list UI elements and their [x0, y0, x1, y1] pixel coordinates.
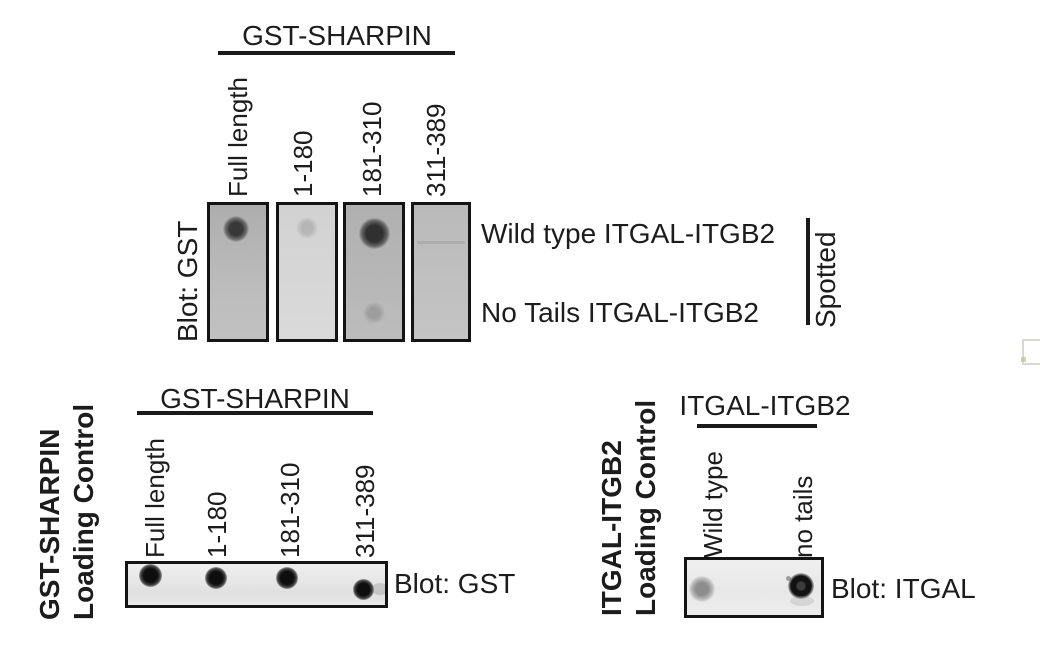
top-title-underline — [218, 51, 455, 55]
blot-spot — [689, 576, 715, 602]
edge-artifact-dot — [1021, 357, 1026, 362]
gst-loading-side-label-line1: GST-SHARPIN — [34, 428, 65, 620]
spotted-label: Spotted — [810, 231, 841, 328]
blot-spot — [276, 567, 298, 589]
gst-loading-title: GST-SHARPIN — [160, 383, 350, 414]
gst-loading-panel — [125, 561, 388, 608]
blot-panel-full-length — [207, 202, 269, 342]
top-lane-label-full-length: Full length — [223, 77, 253, 197]
membrane-streak — [417, 241, 465, 244]
top-blot-title: GST-SHARPIN — [242, 20, 432, 51]
itgal-loading-panel — [684, 557, 824, 618]
blot-panel-181-310 — [343, 202, 405, 342]
itgal-loading-lane-label-wild-type: Wild type — [698, 451, 728, 558]
row-label-wild-type: Wild type ITGAL-ITGB2 — [481, 218, 776, 249]
spotted-bracket-line — [806, 218, 810, 325]
row-label-no-tails: No Tails ITGAL-ITGB2 — [481, 297, 760, 328]
blot-spot — [296, 217, 318, 239]
top-blot-antibody-label: Blot: GST — [172, 220, 203, 342]
gst-loading-lane-label-1-180: 1-180 — [202, 491, 232, 559]
top-lane-label-181-310: 181-310 — [357, 101, 387, 197]
itgal-loading-title-underline — [697, 424, 817, 428]
blot-spot — [788, 573, 814, 599]
itgal-loading-lane-label-no-tails: no tails — [788, 475, 818, 558]
blot-panel-1-180 — [276, 202, 338, 342]
blot-spot — [223, 216, 249, 242]
blot-spot — [139, 564, 162, 587]
gst-loading-lane-label-181-310: 181-310 — [275, 462, 305, 558]
blot-spot — [205, 567, 227, 589]
blot-spot — [363, 302, 385, 324]
top-lane-label-311-389: 311-389 — [421, 103, 451, 198]
top-lane-label-1-180: 1-180 — [288, 130, 318, 198]
membrane-streak — [372, 583, 385, 595]
gst-loading-lane-label-311-389: 311-389 — [350, 464, 380, 559]
blot-spot — [353, 579, 374, 600]
itgal-loading-blot-label: Blot: ITGAL — [831, 573, 976, 604]
gst-loading-side-label-line2: Loading Control — [68, 403, 99, 620]
gst-loading-blot-label: Blot: GST — [394, 568, 516, 599]
membrane-streak — [790, 596, 814, 606]
itgal-loading-side-label-line1: ITGAL-ITGB2 — [596, 440, 627, 616]
blot-speck — [786, 576, 791, 581]
gst-loading-lane-label-full-length: Full length — [140, 438, 170, 558]
blot-spot — [359, 218, 390, 249]
itgal-loading-side-label-line2: Loading Control — [630, 399, 661, 616]
edge-artifact-mark — [1022, 339, 1040, 365]
blot-panel-311-389 — [411, 202, 471, 342]
gst-loading-title-underline — [137, 411, 373, 415]
itgal-loading-title: ITGAL-ITGB2 — [679, 390, 851, 421]
